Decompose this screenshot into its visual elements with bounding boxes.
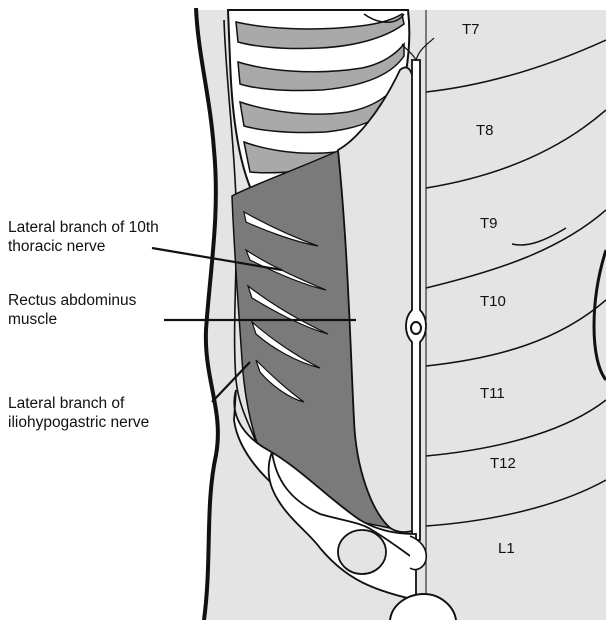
dermatome-t7: T7 (462, 21, 480, 38)
callout-rectus: Rectus abdominus muscle (8, 292, 141, 328)
callout-iliohypogastric: Lateral branch of iliohypogastric nerve (8, 395, 149, 431)
obturator-foramen (338, 530, 386, 574)
callout-iliohypogastric-line1: Lateral branch of (8, 395, 125, 412)
dermatome-t12: T12 (490, 455, 516, 472)
dermatome-l1: L1 (498, 540, 515, 557)
umbilicus (411, 322, 421, 334)
dermatome-t8: T8 (476, 122, 494, 139)
callout-10th-nerve: Lateral branch of 10th thoracic nerve (8, 219, 163, 255)
dermatome-t11: T11 (480, 385, 505, 402)
callout-rectus-line1: Rectus abdominus (8, 292, 137, 309)
callout-iliohypogastric-line2: iliohypogastric nerve (8, 414, 149, 431)
dermatome-t9: T9 (480, 215, 498, 232)
callout-10th-nerve-line1: Lateral branch of 10th (8, 219, 159, 236)
callout-10th-nerve-line2: thoracic nerve (8, 238, 105, 255)
callout-rectus-line2: muscle (8, 311, 57, 328)
dermatome-t10: T10 (480, 293, 506, 310)
